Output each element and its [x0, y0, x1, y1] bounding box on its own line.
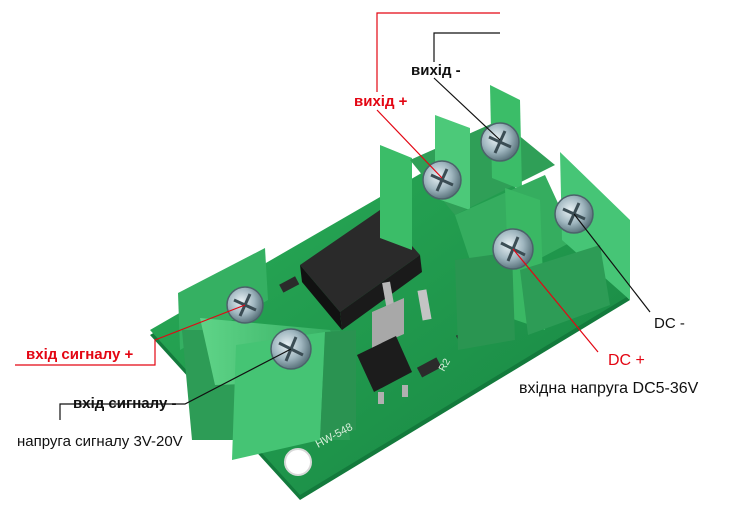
callout-dc-minus-line [573, 213, 651, 313]
callout-out-minus-pointer [433, 77, 501, 141]
driver-chip [357, 336, 412, 404]
power-terminal-blocks [380, 85, 630, 350]
label-out-minus: вихід - [411, 62, 461, 79]
callout-out-minus-line [433, 32, 500, 62]
callout-signal-minus-line [59, 348, 292, 420]
label-out-plus: вихід + [354, 93, 408, 110]
label-dc-minus: DC - [654, 315, 685, 332]
mounting-hole-icon [284, 448, 312, 476]
callout-lines [15, 12, 651, 420]
callout-out-plus-line [376, 12, 500, 92]
label-input-voltage: вхідна напруга DC5-36V [519, 380, 699, 397]
callout-dc-plus-line [512, 248, 599, 353]
label-dc-plus: DC + [608, 352, 645, 369]
label-signal-plus: вхід сигналу + [26, 346, 134, 363]
label-signal-minus: вхід сигналу - [73, 395, 177, 412]
callout-signal-plus-line [15, 304, 246, 366]
callout-out-plus-pointer [376, 109, 443, 179]
label-signal-voltage: напруга сигналу 3V-20V [17, 433, 183, 450]
signal-terminal-block [178, 248, 356, 460]
